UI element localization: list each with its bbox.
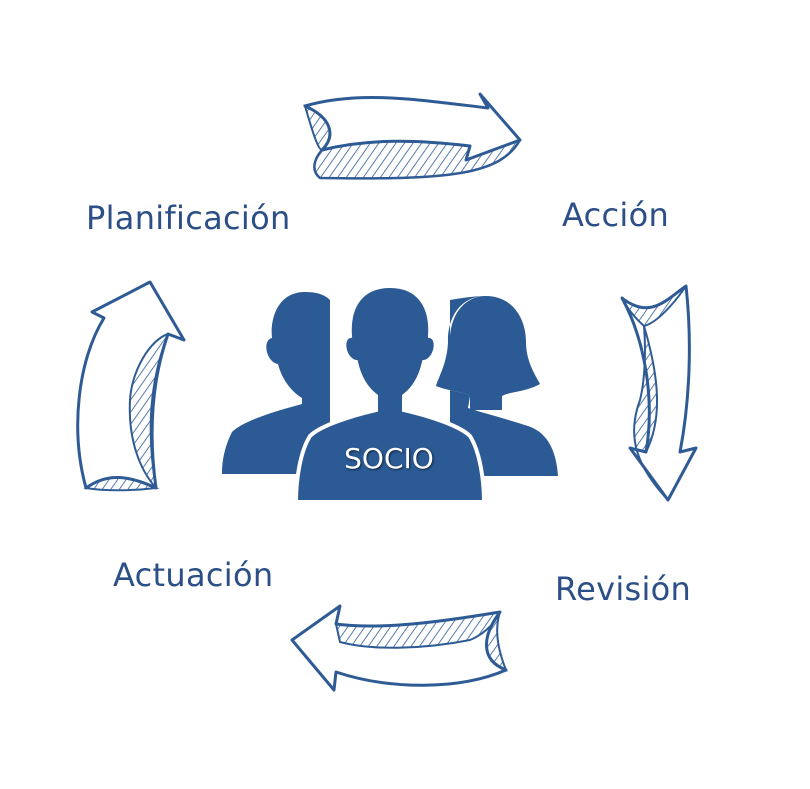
arrow-left-icon (290, 604, 508, 692)
stage-label-revision: Revisión (555, 570, 692, 608)
center-label: SOCIO (344, 442, 434, 475)
stage-label-actuacion: Actuación (113, 556, 274, 594)
stage-label-planificacion: Planificación (86, 199, 291, 237)
people-group-icon (222, 283, 558, 504)
arrow-up-icon (76, 280, 186, 492)
arrow-right-icon (303, 92, 522, 180)
stage-label-accion: Acción (562, 196, 670, 234)
arrow-down-icon (620, 284, 698, 502)
